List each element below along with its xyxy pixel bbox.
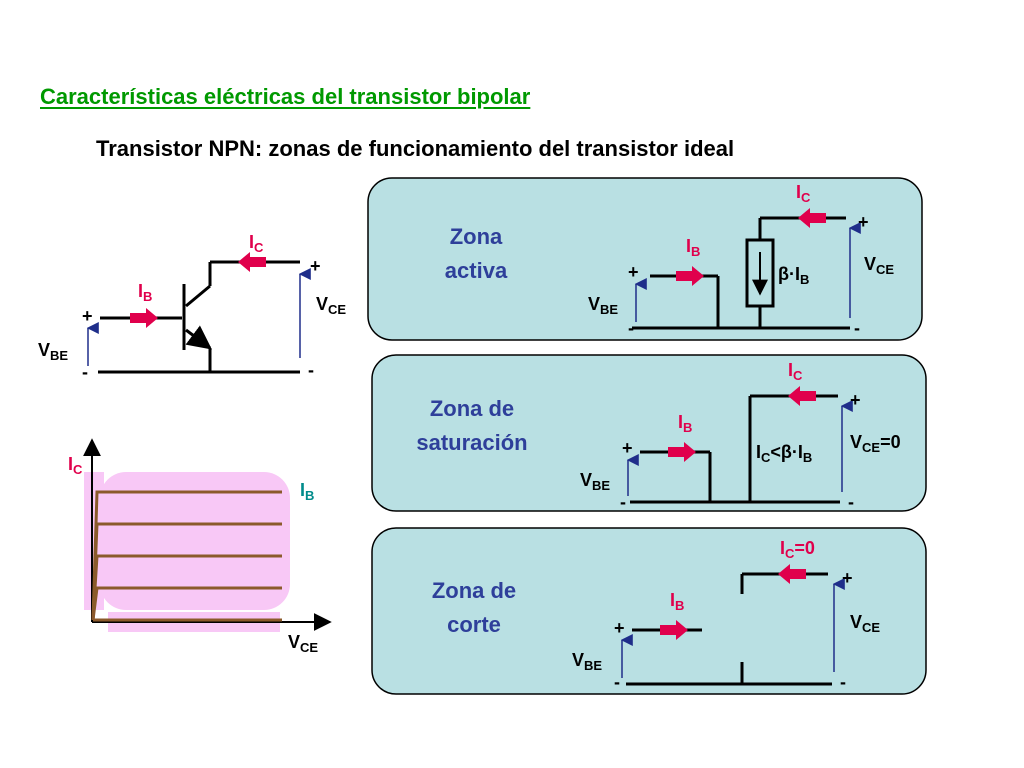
source-label: β·IB — [778, 264, 809, 287]
current-arrow-icon — [798, 208, 826, 228]
vce-label: VCE — [316, 294, 346, 317]
vce-axis-label: VCE — [288, 632, 318, 655]
vbe-plus: + — [614, 618, 625, 638]
vce-minus: - — [308, 360, 314, 380]
npn-circuit: IC IB + - VBE + - VCE — [38, 232, 346, 382]
vce-plus: + — [858, 212, 869, 232]
ic-label: IC — [249, 232, 264, 255]
vce-plus: + — [850, 390, 861, 410]
current-arrow-icon — [668, 442, 696, 462]
vce-minus: - — [840, 672, 846, 692]
page-title: Características eléctricas del transisto… — [40, 84, 531, 109]
curve — [91, 586, 282, 621]
vbe-minus: - — [614, 672, 620, 692]
ib-label: IB — [670, 590, 684, 613]
ic-label: IC — [796, 182, 811, 205]
characteristic-graph: IC IB VCE — [68, 438, 332, 655]
zone-active-line1: Zona — [450, 224, 503, 249]
vce-minus: - — [854, 318, 860, 338]
vbe-plus: + — [628, 262, 639, 282]
vbe-label: VBE — [38, 340, 68, 363]
vbe-plus: + — [622, 438, 633, 458]
current-arrow-icon — [676, 266, 704, 286]
page-subtitle: Transistor NPN: zonas de funcionamiento … — [96, 136, 735, 161]
panel-cutoff-zone: Zona de corte IB IC=0 + - VBE + - VCE — [371, 527, 927, 695]
vbe-plus: + — [82, 306, 93, 326]
ic-label: IC=0 — [780, 538, 815, 561]
current-arrow-icon — [238, 252, 266, 272]
panel-active-zone: Zona activa IB IC β·IB + - VBE + - VCE — [367, 177, 923, 341]
vce-minus: - — [848, 492, 854, 512]
zone-saturation-line2: saturación — [416, 430, 527, 455]
zone-cutoff-line2: corte — [447, 612, 501, 637]
ic-label: IC — [788, 360, 803, 383]
ib-label: IB — [138, 281, 152, 304]
current-arrow-icon — [788, 386, 816, 406]
zone-active-line2: activa — [445, 258, 508, 283]
vbe-label: VBE — [588, 294, 618, 317]
vbe-minus: - — [620, 492, 626, 512]
ic-axis-label: IC — [68, 454, 83, 477]
output-curves — [91, 490, 282, 622]
current-arrow-icon — [130, 308, 158, 328]
ib-label: IB — [686, 236, 700, 259]
vce-plus: + — [310, 256, 321, 276]
npn-transistor-icon — [98, 260, 300, 374]
zone-saturation-line1: Zona de — [430, 396, 514, 421]
vce-label: VCE — [864, 254, 894, 277]
current-arrow-icon — [660, 620, 688, 640]
vbe-minus: - — [628, 318, 634, 338]
vce-label: VCE — [850, 612, 880, 635]
vbe-label: VBE — [572, 650, 602, 673]
ib-label: IB — [678, 412, 692, 435]
current-source-icon — [745, 238, 775, 308]
current-arrow-icon — [778, 564, 806, 584]
active-region-highlight — [100, 472, 290, 610]
vbe-label: VBE — [580, 470, 610, 493]
zone-cutoff-line1: Zona de — [432, 578, 516, 603]
vce-plus: + — [842, 568, 853, 588]
ib-curve-label: IB — [300, 480, 314, 503]
saturation-relation: IC<β·IB — [756, 442, 812, 465]
vce-label: VCE=0 — [850, 432, 901, 455]
vbe-minus: - — [82, 362, 88, 382]
panel-saturation-zone: Zona de saturación IB IC IC<β·IB + - VBE… — [371, 354, 927, 512]
